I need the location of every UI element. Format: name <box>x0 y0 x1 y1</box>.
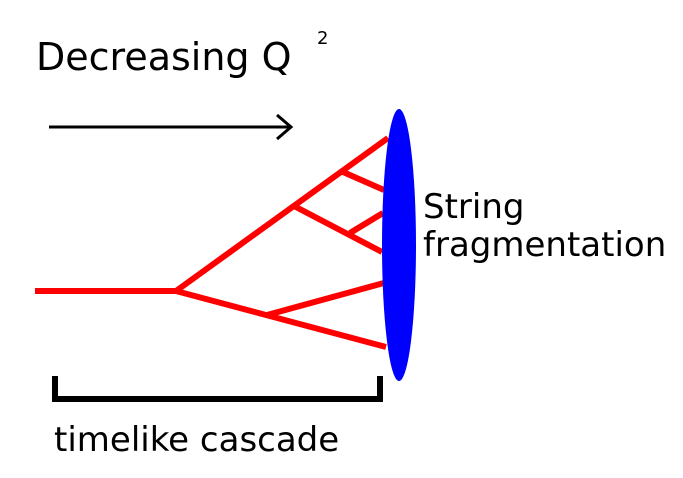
arrow-head <box>276 113 294 141</box>
diagram-title: Decreasing Q <box>36 35 292 79</box>
upper-branch-line <box>174 135 390 294</box>
string-label-line-1: String <box>423 187 525 227</box>
lower-branch-line <box>175 288 387 350</box>
lower-sub-branch-line <box>266 280 385 318</box>
string-label-line-2: fragmentation <box>423 225 667 265</box>
upper-twig-line-1 <box>341 169 386 193</box>
direction-arrow <box>49 113 294 141</box>
upper-twig-line-2 <box>348 210 385 236</box>
cascade-branches <box>35 135 390 350</box>
title-superscript: 2 <box>317 28 329 49</box>
string-fragmentation-label: String fragmentation <box>423 188 666 264</box>
timelike-cascade-label: timelike cascade <box>54 420 340 460</box>
cascade-bracket <box>52 376 383 402</box>
upper-sub-branch-line <box>292 203 384 255</box>
string-fragmentation-ellipse <box>382 109 416 381</box>
